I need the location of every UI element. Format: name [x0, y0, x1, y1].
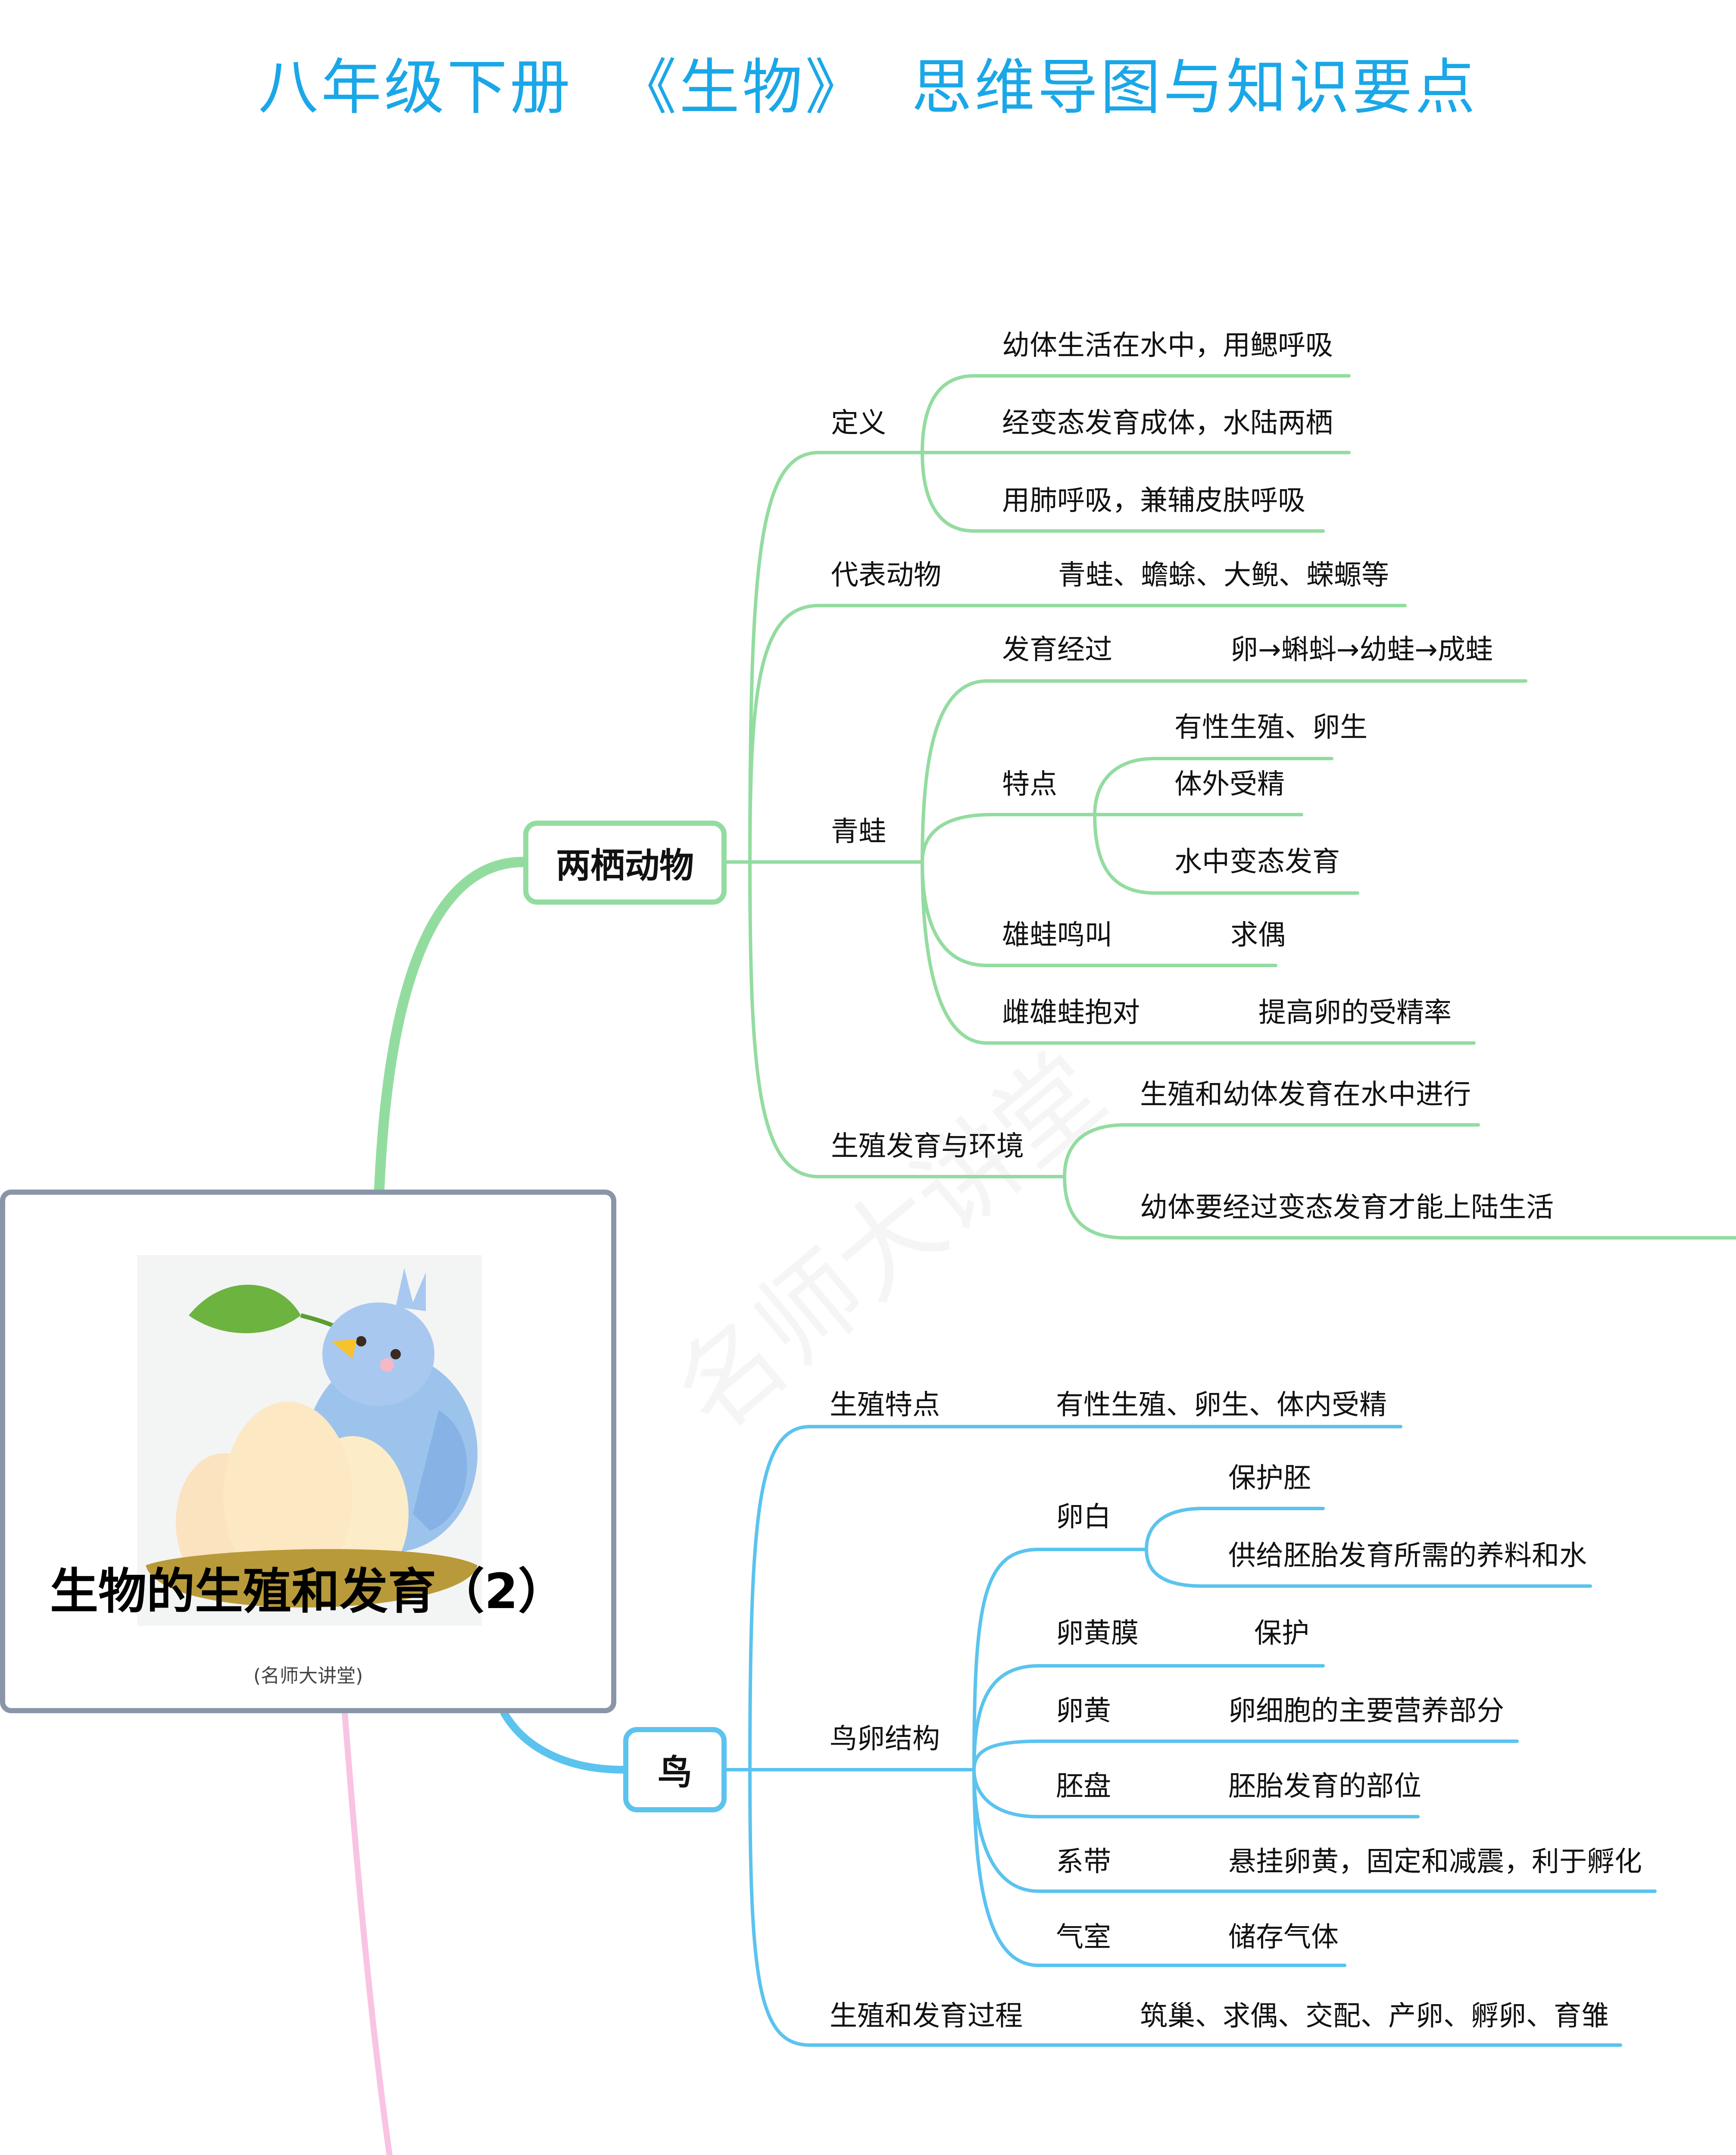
subtopic-definition-3[interactable]: 用肺呼吸，兼辅皮肤呼吸 [1002, 485, 1305, 517]
topic-frog[interactable]: 青蛙 [831, 816, 886, 848]
egg-part-label[interactable]: 气室 [1056, 1921, 1111, 1953]
egg-part-value[interactable]: 保护 [1254, 1618, 1309, 1649]
topic-bird-reproduction[interactable]: 生殖特点 [830, 1389, 940, 1421]
egg-part-label[interactable]: 卵黄膜 [1056, 1618, 1139, 1649]
frog-feature-1[interactable]: 有性生殖、卵生 [1174, 712, 1368, 743]
representatives-value[interactable]: 青蛙、蟾蜍、大鲵、蝾螈等 [1058, 559, 1389, 591]
subtopic-definition-2[interactable]: 经变态发育成体，水陆两栖 [1002, 407, 1333, 439]
frog-feature-2[interactable]: 体外受精 [1174, 768, 1285, 800]
egg-part-value[interactable]: 储存气体 [1228, 1921, 1339, 1953]
egg-part-label[interactable]: 胚盘 [1056, 1771, 1111, 1802]
bird-reproduction-value[interactable]: 有性生殖、卵生、体内受精 [1056, 1389, 1387, 1421]
page-title: 八年级下册 《生物》 思维导图与知识要点 [258, 53, 1478, 123]
frog-features-label[interactable]: 特点 [1002, 768, 1057, 800]
frog-croak-label[interactable]: 雄蛙鸣叫 [1002, 919, 1112, 951]
frog-croak-value[interactable]: 求偶 [1230, 919, 1286, 951]
bird-eggs-icon [146, 1268, 478, 1608]
topic-environment[interactable]: 生殖发育与环境 [831, 1131, 1024, 1162]
bird-nest-illustration [137, 1255, 482, 1626]
topic-representatives[interactable]: 代表动物 [831, 559, 941, 591]
egg-albumen-item-2[interactable]: 供给胚胎发育所需的养料和水 [1228, 1540, 1587, 1572]
egg-part-value[interactable]: 胚胎发育的部位 [1228, 1771, 1421, 1802]
egg-part-value[interactable]: 卵细胞的主要营养部分 [1228, 1695, 1504, 1727]
egg-part-label[interactable]: 系带 [1056, 1846, 1111, 1878]
environment-item-1[interactable]: 生殖和幼体发育在水中进行 [1140, 1079, 1471, 1111]
central-topic-title: 生物的生殖和发育（2） [50, 1564, 566, 1620]
egg-part-label[interactable]: 卵黄 [1056, 1695, 1111, 1727]
frog-amplexus-label[interactable]: 雌雄蛙抱对 [1002, 997, 1140, 1029]
egg-albumen-label[interactable]: 卵白 [1056, 1501, 1111, 1533]
topic-bird-process[interactable]: 生殖和发育过程 [830, 2000, 1023, 2032]
central-topic-subtitle: (名师大讲堂) [253, 1665, 363, 1687]
frog-development-value[interactable]: 卵→蝌蚪→幼蛙→成蛙 [1230, 634, 1493, 666]
bird-process-value[interactable]: 筑巢、求偶、交配、产卵、孵卵、育雏 [1140, 2000, 1609, 2032]
branch-label: 鸟 [658, 1752, 692, 1793]
topic-definition[interactable]: 定义 [831, 407, 886, 439]
environment-item-2[interactable]: 幼体要经过变态发育才能上陆生活 [1140, 1192, 1554, 1224]
frog-feature-3[interactable]: 水中变态发育 [1174, 846, 1340, 878]
branch-node-bird[interactable]: 鸟 [623, 1727, 727, 1812]
egg-albumen-item-1[interactable]: 保护胚 [1228, 1462, 1311, 1494]
branch-node-amphibian[interactable]: 两栖动物 [523, 821, 727, 905]
subtopic-definition-1[interactable]: 幼体生活在水中，用鳃呼吸 [1002, 330, 1333, 362]
frog-development-label[interactable]: 发育经过 [1002, 634, 1112, 666]
central-topic-node[interactable]: 生物的生殖和发育（2） (名师大讲堂) [0, 1190, 616, 1713]
egg-part-value[interactable]: 悬挂卵黄，固定和减震，利于孵化 [1228, 1846, 1642, 1878]
branch-label: 两栖动物 [556, 845, 694, 886]
topic-egg-structure[interactable]: 鸟卵结构 [830, 1723, 940, 1755]
frog-amplexus-value[interactable]: 提高卵的受精率 [1258, 997, 1452, 1029]
